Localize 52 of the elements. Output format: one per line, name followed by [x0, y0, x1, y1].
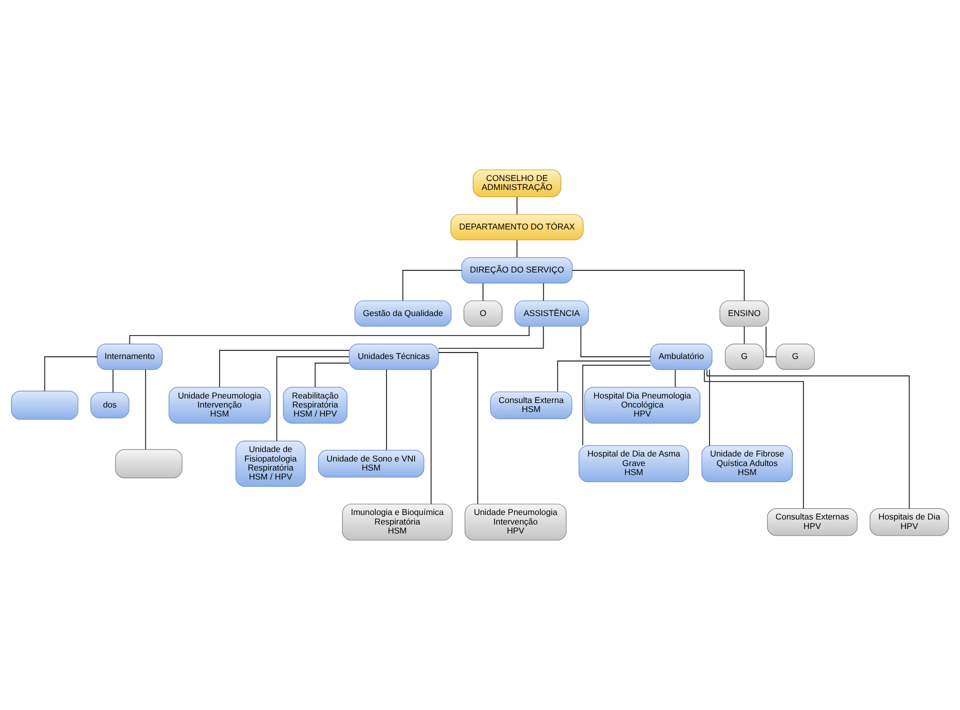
connector: [129, 326, 530, 344]
connector: [516, 240, 518, 258]
connector: [112, 369, 114, 393]
node-box: dos: [90, 392, 130, 418]
connector: [145, 369, 146, 450]
node-box: G: [776, 344, 815, 370]
node-box: O: [464, 300, 502, 327]
node-box: ENSINO: [720, 300, 770, 327]
connector: [557, 360, 651, 392]
connector: [314, 362, 350, 388]
node-box: DEPARTAMENTO DO TÓRAX: [450, 214, 584, 240]
node-box: Gestão da Qualidade: [354, 300, 452, 327]
node-box: Hospitais de Dia HPV: [870, 508, 949, 536]
connector: [402, 270, 462, 302]
connector: [543, 282, 544, 302]
connector: [516, 196, 518, 215]
connector: [438, 326, 544, 349]
node-box: [115, 449, 182, 478]
connector: [44, 356, 98, 392]
node-box: Reabilitação Respiratória HSM / HPV: [282, 386, 348, 424]
node-box: Internamento: [96, 344, 163, 370]
node-box: [11, 390, 78, 420]
connector: [482, 282, 484, 302]
node-box: Imunologia e Bioquímica Respiratória HSM: [342, 504, 453, 541]
node-box: Unidades Técnicas: [348, 344, 439, 370]
connector: [438, 352, 478, 504]
connector: [386, 369, 387, 451]
connector: [219, 350, 350, 388]
node-box: DIREÇÃO DO SERVIÇO: [461, 257, 573, 284]
node-box: Unidade de Fibrose Quística Adultos HSM: [701, 445, 793, 482]
node-box: ASSISTÊNCIA: [514, 300, 589, 327]
node-box: Ambulatório: [650, 344, 712, 370]
connector: [580, 326, 651, 358]
node-box: Unidade Pneumologia Intervenção HPV: [464, 504, 567, 541]
connector: [709, 369, 710, 446]
node-box: Unidade Pneumologia Intervenção HSM: [168, 386, 271, 424]
node-box: Hospital de Dia de Asma Grave HSM: [578, 445, 690, 482]
connector: [430, 369, 432, 504]
connector: [572, 270, 745, 302]
connector: [704, 369, 804, 510]
connector: [582, 364, 651, 446]
node-box: G: [724, 344, 764, 370]
node-box: Hospital Dia Pneumologia Oncológica HPV: [584, 386, 700, 424]
node-box: Unidade de Fisiopatologia Respiratória HSM / HPV: [236, 440, 306, 487]
connector: [706, 369, 910, 510]
node-box: CONSELHO DE ADMINISTRAÇÃO: [472, 169, 562, 198]
connector: [674, 369, 676, 388]
node-box: Consulta Externa HSM: [490, 391, 572, 420]
node-box: Consultas Externas HPV: [766, 508, 858, 536]
connector: [744, 326, 745, 344]
node-box: Unidade de Sono e VNI HSM: [318, 450, 424, 478]
connector: [766, 326, 776, 358]
